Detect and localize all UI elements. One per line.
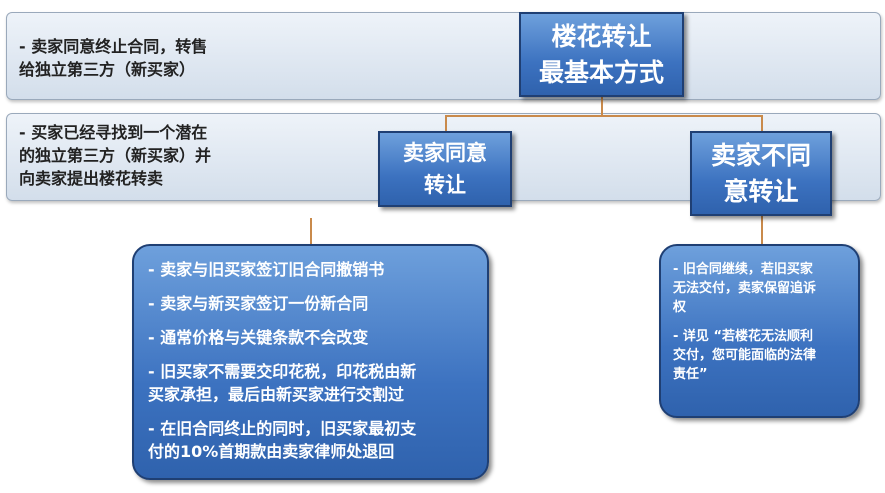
seller-disagrees-line1: 卖家不同 — [710, 140, 811, 170]
left-detail-item: - 旧买家不需要交印花税，印花税由新 买家承担，最后由新买家进行交割过 — [148, 362, 417, 404]
root-node: 楼花转让 最基本方式 — [519, 12, 684, 97]
connector-horizontal — [445, 115, 763, 117]
seller-agrees-line1: 卖家同意 — [403, 141, 487, 165]
root-title-line2: 最基本方式 — [538, 57, 664, 87]
left-detail-item: - 卖家与旧买家签订旧合同撤销书 — [148, 260, 385, 279]
seller-agrees-details: - 卖家与旧买家签订旧合同撤销书 - 卖家与新买家签订一份新合同 - 通常价格与… — [132, 244, 489, 480]
connector-right-detail — [761, 216, 763, 244]
top-band: - 卖家同意终止合同，转售 给独立第三方（新买家） — [6, 12, 881, 100]
top-band-text: - 卖家同意终止合同，转售 给独立第三方（新买家） — [19, 37, 208, 79]
seller-agrees-node: 卖家同意 转让 — [378, 131, 512, 207]
root-title-line1: 楼花转让 — [551, 21, 652, 51]
middle-band-text: - 买家已经寻找到一个潜在 的独立第三方（新买家）并 向卖家提出楼花转卖 — [19, 123, 212, 188]
right-detail-item: - 详见 “若楼花无法顺利 交付，您可能面临的法律 责任” — [673, 329, 817, 382]
connector-root-down — [601, 96, 603, 116]
connector-right-down — [761, 115, 763, 131]
seller-disagrees-details: - 旧合同继续，若旧买家 无法交付，卖家保留追诉 权 - 详见 “若楼花无法顺利… — [659, 244, 860, 418]
left-detail-item: - 通常价格与关键条款不会改变 — [148, 328, 369, 347]
connector-left-down — [445, 115, 447, 131]
left-detail-item: - 在旧合同终止的同时，旧买家最初支 付的10%首期款由卖家律师处退回 — [148, 419, 417, 461]
seller-disagrees-line2: 意转让 — [723, 176, 799, 206]
connector-left-detail — [310, 218, 312, 244]
seller-agrees-line2: 转让 — [424, 173, 466, 197]
right-detail-item: - 旧合同继续，若旧买家 无法交付，卖家保留追诉 权 — [673, 262, 817, 315]
left-detail-item: - 卖家与新买家签订一份新合同 — [148, 294, 369, 313]
seller-disagrees-node: 卖家不同 意转让 — [690, 131, 832, 216]
